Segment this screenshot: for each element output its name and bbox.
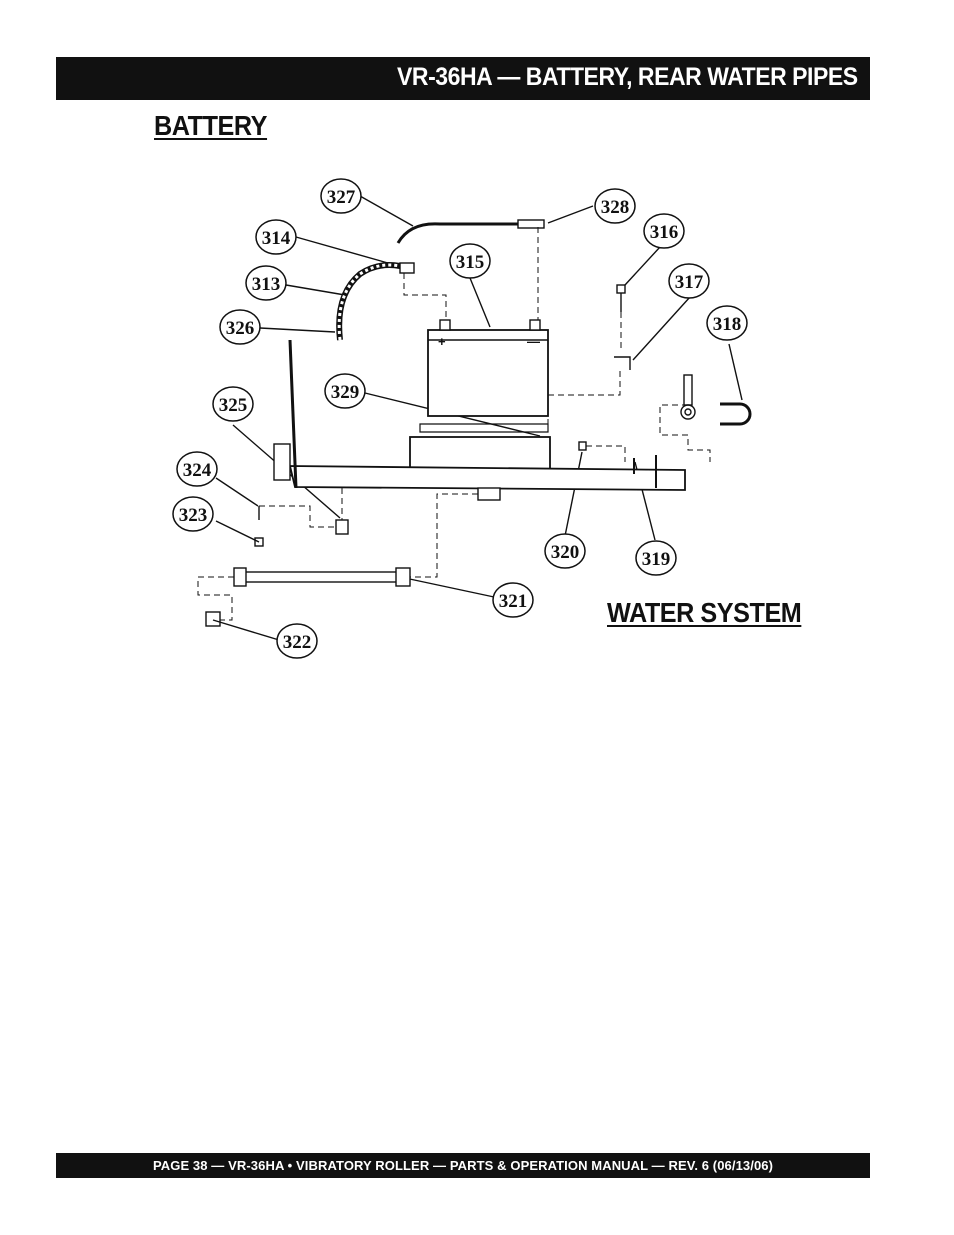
callout-313: 313 [252, 274, 281, 295]
section-title-battery: BATTERY [154, 110, 268, 141]
callout-315: 315 [456, 252, 485, 273]
callout-323: 323 [179, 505, 208, 526]
callout-314: 314 [262, 228, 291, 249]
callout-327: 327 [327, 187, 356, 208]
callout-328: 328 [601, 197, 630, 218]
battery-positive-sign: + [438, 334, 446, 349]
callout-325: 325 [219, 395, 248, 416]
callout-322: 322 [283, 632, 312, 653]
callout-318: 318 [713, 314, 742, 335]
callout-321: 321 [499, 591, 528, 612]
footer-text: PAGE 38 — VR-36HA • VIBRATORY ROLLER — P… [152, 1158, 774, 1173]
footer-bar: PAGE 38 — VR-36HA • VIBRATORY ROLLER — P… [56, 1153, 870, 1178]
parts-diagram: + — 327 328 314 316 315 313 317 326 318 … [172, 178, 752, 659]
callout-320: 320 [551, 542, 580, 563]
callout-329: 329 [331, 382, 360, 403]
callout-316: 316 [650, 222, 679, 243]
callout-324: 324 [183, 460, 212, 481]
header-bar: VR-36HA — BATTERY, REAR WATER PIPES [56, 57, 870, 100]
page-title: VR-36HA — BATTERY, REAR WATER PIPES [397, 63, 858, 91]
callout-326: 326 [226, 318, 255, 339]
battery-negative-sign: — [527, 334, 540, 349]
section-title-water-system: WATER SYSTEM [607, 597, 802, 628]
callout-317: 317 [675, 272, 704, 293]
callout-319: 319 [642, 549, 671, 570]
